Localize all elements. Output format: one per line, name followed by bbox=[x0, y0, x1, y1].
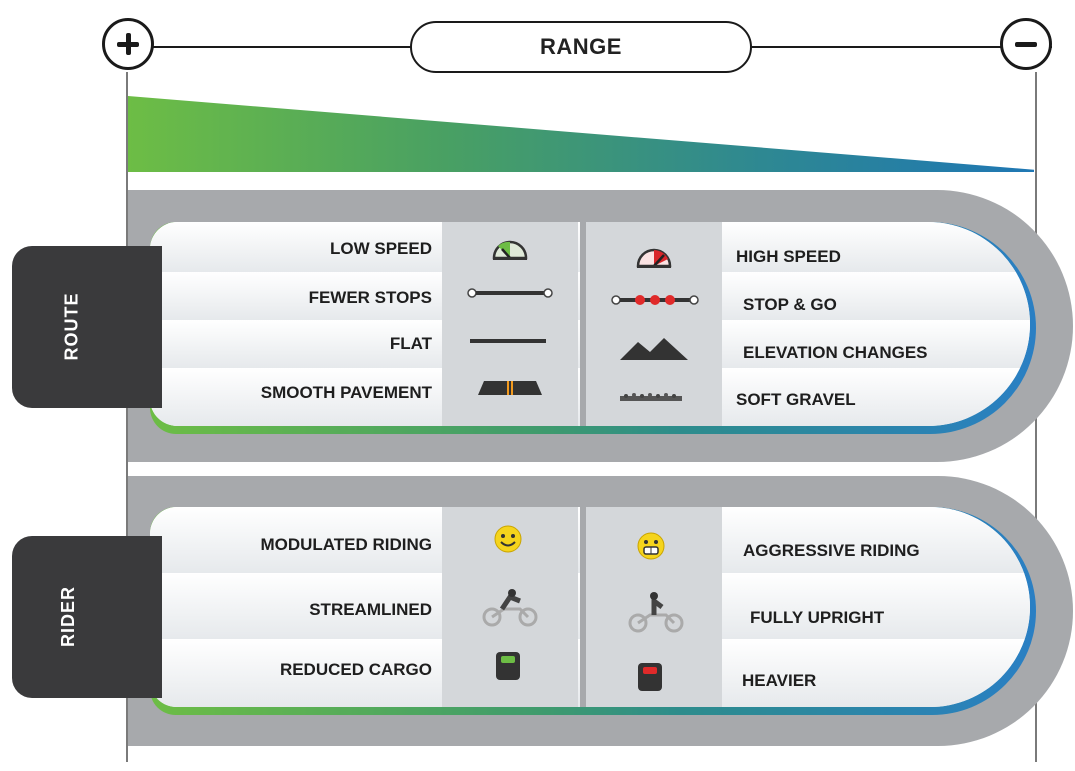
mountains-icon bbox=[620, 338, 688, 360]
route-tab-label: ROUTE bbox=[61, 292, 82, 361]
pavement-icon bbox=[478, 381, 542, 395]
route-tab: ROUTE bbox=[12, 246, 162, 408]
flat-line-icon bbox=[470, 339, 546, 343]
table-row bbox=[150, 368, 1030, 426]
column-divider bbox=[580, 222, 586, 426]
rider-table: MODULATED RIDING AGGRESSIVE RIDING STREA… bbox=[150, 507, 1030, 707]
aggressive-riding-label: AGGRESSIVE RIDING bbox=[743, 541, 920, 560]
heavier-label: HEAVIER bbox=[742, 671, 817, 690]
elevation-changes-label: ELEVATION CHANGES bbox=[743, 343, 928, 362]
table-row bbox=[150, 272, 1030, 322]
fully-upright-label: FULLY UPRIGHT bbox=[750, 608, 885, 627]
flat-label: FLAT bbox=[389, 334, 432, 353]
grimace-icon bbox=[637, 532, 665, 560]
table-row bbox=[150, 222, 1030, 274]
modulated-riding-label: MODULATED RIDING bbox=[260, 535, 432, 554]
reduced-cargo-label: REDUCED CARGO bbox=[279, 660, 432, 679]
low-speed-label: LOW SPEED bbox=[329, 239, 432, 258]
column-divider bbox=[580, 507, 586, 707]
upright-rider-icon bbox=[628, 592, 684, 633]
table-row bbox=[150, 573, 1030, 641]
high-speed-label: HIGH SPEED bbox=[736, 247, 841, 266]
gravel-icon bbox=[620, 393, 682, 401]
soft-gravel-label: SOFT GRAVEL bbox=[736, 390, 856, 409]
heavy-scale-icon bbox=[638, 663, 662, 691]
light-scale-icon bbox=[496, 652, 520, 680]
route-table: LOW SPEED HIGH SPEED FEWER STOPS STOP & … bbox=[150, 222, 1030, 426]
range-title: RANGE bbox=[410, 21, 752, 73]
rider-tab: RIDER bbox=[12, 536, 162, 698]
left-bound-line bbox=[126, 72, 128, 762]
low-speedometer-icon bbox=[492, 240, 528, 260]
table-row bbox=[150, 639, 1030, 707]
few-stops-line-icon bbox=[467, 288, 553, 298]
high-speedometer-icon bbox=[636, 248, 672, 268]
fewer-stops-label: FEWER STOPS bbox=[308, 288, 432, 307]
stop-and-go-label: STOP & GO bbox=[743, 295, 837, 314]
tucked-rider-icon bbox=[482, 589, 538, 627]
plus-icon bbox=[102, 18, 154, 70]
range-gradient-wedge bbox=[128, 96, 1034, 172]
rider-tab-label: RIDER bbox=[58, 585, 79, 648]
smiley-icon bbox=[494, 525, 522, 553]
smooth-pavement-label: SMOOTH PAVEMENT bbox=[260, 383, 432, 402]
streamlined-label: STREAMLINED bbox=[309, 600, 432, 619]
minus-icon bbox=[1000, 18, 1052, 70]
stop-and-go-icon bbox=[611, 295, 699, 305]
